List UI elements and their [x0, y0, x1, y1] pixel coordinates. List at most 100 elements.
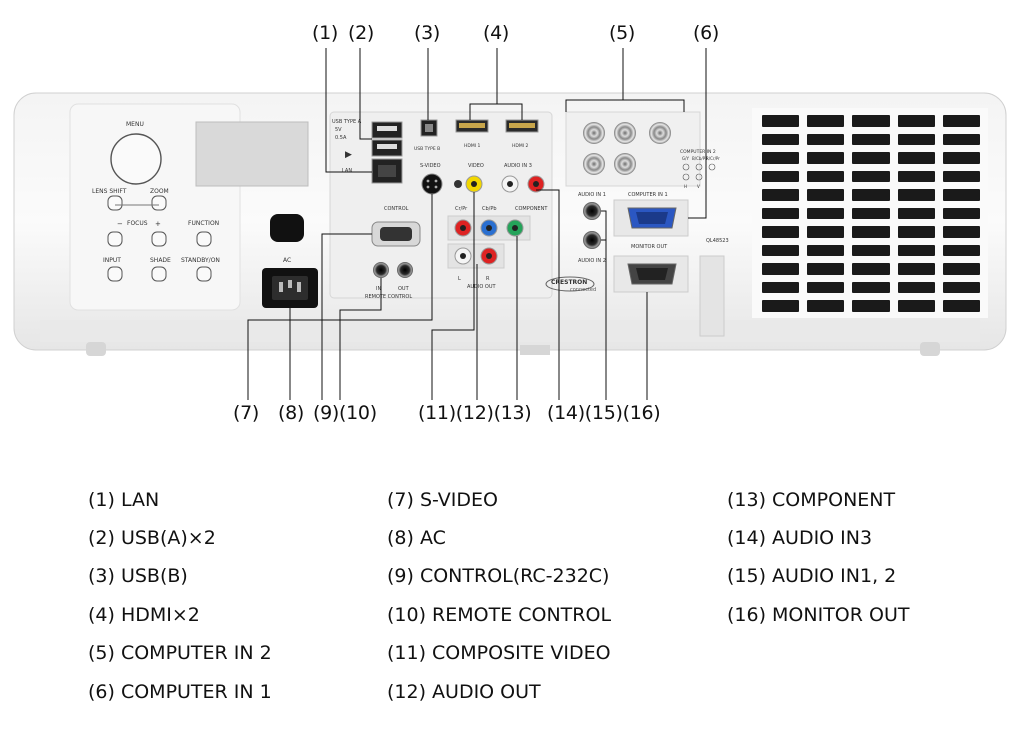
svg-text:AUDIO OUT: AUDIO OUT: [467, 284, 497, 290]
svg-text:R: R: [486, 276, 490, 282]
connector-panel: [329, 111, 553, 299]
svg-text:▶: ▶: [345, 150, 352, 160]
remote-in-jack: [373, 262, 389, 278]
callout-3: (3): [414, 22, 441, 44]
svg-text:0.5A: 0.5A: [335, 135, 347, 141]
vent-slat: [942, 115, 980, 127]
svg-text:Cb/Pb: Cb/Pb: [482, 206, 497, 212]
vent-slat: [807, 300, 845, 312]
bnc-b: [614, 122, 636, 144]
vent-slat: [897, 170, 935, 183]
svg-text:Cr/Pr: Cr/Pr: [455, 206, 468, 212]
svg-text:AUDIO IN 3: AUDIO IN 3: [504, 163, 532, 169]
legend-item-11: (11) COMPOSITE VIDEO: [387, 642, 611, 664]
vent-slat: [852, 170, 890, 183]
vent-slats: [758, 112, 984, 316]
svg-text:H: H: [684, 184, 687, 189]
vent-slat: [762, 115, 800, 127]
vent-slat: [807, 281, 845, 294]
callout-5: (5): [609, 22, 636, 44]
standby-button: [196, 266, 212, 282]
svg-text:REMOTE CONTROL: REMOTE CONTROL: [365, 294, 412, 300]
foot-right: [920, 342, 940, 356]
svg-text:AUDIO IN 1: AUDIO IN 1: [578, 192, 606, 198]
focus-minus-button: [107, 231, 123, 247]
svg-text:COMPUTER IN 1: COMPUTER IN 1: [628, 192, 668, 198]
svg-text:LENS SHIFT: LENS SHIFT: [92, 188, 127, 195]
svg-text:OUT: OUT: [398, 286, 410, 292]
vent-slat: [897, 300, 935, 312]
svg-text:AC: AC: [283, 257, 291, 264]
leader-lines: [247, 48, 707, 400]
legend-item-1: (1) LAN: [88, 489, 160, 511]
legend-item-9: (9) CONTROL(RC-232C): [387, 565, 610, 587]
vent-slat: [852, 115, 890, 127]
svg-text:G/Y: G/Y: [682, 156, 689, 161]
svg-text:FUNCTION: FUNCTION: [188, 220, 219, 227]
vent-slat: [762, 263, 800, 275]
vent-slat: [762, 152, 800, 164]
legend-item-2: (2) USB(A)×2: [88, 527, 216, 549]
lan-port: [371, 158, 403, 184]
svg-text:B/Cb/Pb: B/Cb/Pb: [692, 156, 708, 161]
svg-text:STANDBY/ON: STANDBY/ON: [181, 257, 220, 264]
vent-slat: [897, 263, 935, 275]
legend-item-13: (13) COMPONENT: [727, 489, 896, 511]
vent-slat: [807, 152, 845, 164]
svg-text:IN: IN: [376, 286, 381, 292]
vent-slat: [852, 263, 890, 275]
vent-slat: [852, 152, 890, 164]
foot-left: [86, 342, 106, 356]
svg-text:ZOOM: ZOOM: [150, 188, 169, 195]
shade-button: [151, 266, 167, 282]
legend-item-3: (3) USB(B): [88, 565, 188, 587]
vent-slat: [897, 226, 935, 238]
vent-slat: [942, 133, 980, 146]
svg-text:USB TYPE A: USB TYPE A: [332, 119, 362, 125]
svg-text:+: +: [155, 220, 161, 228]
vent-slat: [897, 133, 935, 146]
s-video-port: [421, 173, 443, 195]
vent-slat: [852, 189, 890, 201]
callout-7: (7): [233, 402, 260, 424]
vent-slat: [762, 244, 800, 257]
svg-text:5V: 5V: [335, 127, 342, 133]
vent-slat: [897, 115, 935, 127]
legend-item-6: (6) COMPUTER IN 1: [88, 681, 272, 703]
svg-text:FOCUS: FOCUS: [127, 220, 148, 227]
bnc-h: [583, 153, 605, 175]
callout-11-12-13: (11)(12)(13): [418, 402, 532, 424]
vent-slat: [762, 281, 800, 294]
svg-text:MENU: MENU: [126, 121, 144, 128]
legend-item-14: (14) AUDIO IN3: [727, 527, 873, 549]
svg-text:CRESTRON: CRESTRON: [551, 279, 587, 286]
svg-text:VIDEO: VIDEO: [468, 163, 484, 169]
vent-slat: [942, 300, 980, 312]
audio-in1-jack: [583, 202, 601, 220]
legend-item-16: (16) MONITOR OUT: [727, 604, 910, 626]
legend-item-15: (15) AUDIO IN1, 2: [727, 565, 897, 587]
svg-text:INPUT: INPUT: [103, 257, 121, 264]
vent-slat: [852, 244, 890, 257]
focus-plus-button: [151, 231, 167, 247]
indicator-window: [195, 121, 309, 187]
vent-slat: [762, 189, 800, 201]
vent-slat: [762, 207, 800, 220]
legend-item-10: (10) REMOTE CONTROL: [387, 604, 612, 626]
callout-8: (8): [278, 402, 305, 424]
svg-text:SHADE: SHADE: [150, 257, 171, 264]
svg-text:connected: connected: [570, 287, 596, 293]
callout-2: (2): [348, 22, 375, 44]
svg-text:S-VIDEO: S-VIDEO: [420, 163, 441, 169]
menu-button: [110, 133, 162, 185]
vent-slat: [897, 189, 935, 201]
vent-slat: [852, 281, 890, 294]
vent-slat: [897, 244, 935, 257]
svg-text:V: V: [697, 184, 700, 189]
vent-slat: [807, 263, 845, 275]
vent-slat: [942, 170, 980, 183]
vent-slat: [762, 170, 800, 183]
svg-text:HDMI 1: HDMI 1: [464, 143, 480, 149]
vent-slat: [762, 300, 800, 312]
svg-text:LAN: LAN: [342, 168, 352, 174]
